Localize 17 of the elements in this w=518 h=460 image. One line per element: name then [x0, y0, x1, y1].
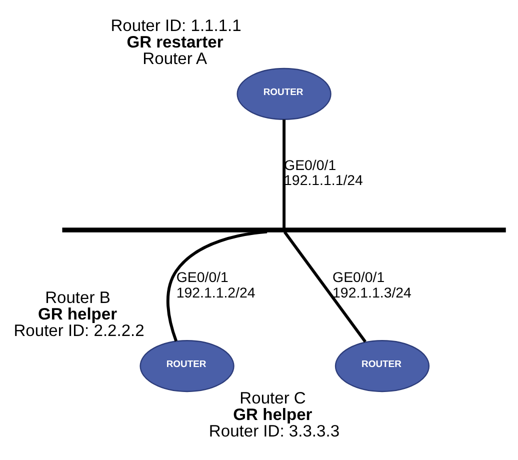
edge-label: GE0/0/1 192.1.1.1/24 [284, 158, 362, 190]
edge-label: GE0/0/1 192.1.1.3/24 [332, 270, 411, 302]
node-label: Router A [142, 49, 207, 68]
edge-label: GE0/0/1 192.1.1.2/24 [176, 270, 255, 302]
connector [282, 120, 286, 228]
node-ellipse: ROUTER [236, 68, 331, 120]
connector [166, 230, 267, 342]
node-ellipse: ROUTER [334, 340, 430, 392]
node-label: GR helper [37, 304, 117, 324]
node-label: GR helper [232, 405, 312, 424]
node-bar [62, 228, 506, 232]
node-label: Router B [44, 288, 110, 307]
node-label: Router ID: 1.1.1.1 [110, 16, 241, 35]
node-ellipse: ROUTER [139, 340, 234, 392]
connector [282, 231, 366, 343]
node-label: GR restarter [126, 32, 223, 52]
node-label: Router C [239, 388, 306, 408]
